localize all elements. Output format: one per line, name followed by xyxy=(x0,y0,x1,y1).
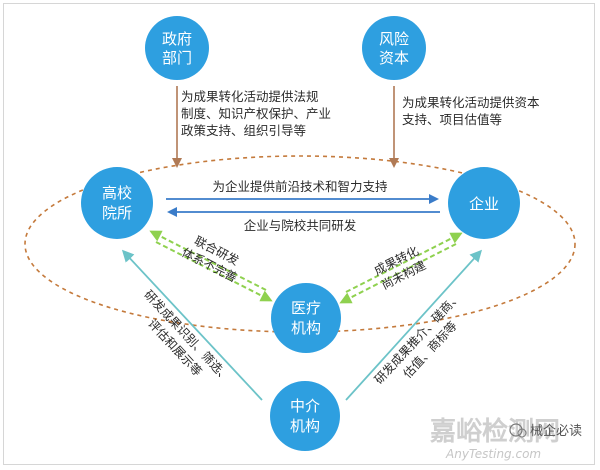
university-node: 高校 院所 xyxy=(81,167,153,239)
risk-capital-note-2: 支持、项目估值等 xyxy=(402,112,502,127)
university-label-2: 院所 xyxy=(102,204,132,222)
enterprise-medical-dashed-arrow-a xyxy=(345,232,463,293)
right-long-label: 研发成果推介、磋商、 估值、商标等 xyxy=(371,289,464,387)
wechat-icon-bubble xyxy=(517,428,527,438)
risk-capital-note-1: 为成果转化活动提供资本 xyxy=(402,95,540,110)
enterprise-label: 企业 xyxy=(469,195,499,213)
left-diag-label: 联合研发 体系不完善 xyxy=(179,233,241,285)
risk-capital-node: 风险 资本 xyxy=(362,16,426,80)
intermediary-label-2: 机构 xyxy=(290,417,320,435)
intermediary-node: 中介 机构 xyxy=(270,381,340,451)
watermark-account: 械企必读 xyxy=(530,423,582,439)
watermark-brand: 嘉峪检测网 xyxy=(430,416,560,447)
risk-capital-label-2: 资本 xyxy=(379,49,409,67)
government-label-1: 政府 xyxy=(162,30,192,48)
intermediary-label-1: 中介 xyxy=(290,397,320,415)
government-label-2: 部门 xyxy=(162,49,192,67)
right-diag-label: 成果转化 尚未构建 xyxy=(371,243,428,292)
risk-capital-label-1: 风险 xyxy=(379,30,409,48)
government-note-2: 制度、知识产权保护、产业 xyxy=(181,106,331,121)
university-medical-dashed-arrow-a xyxy=(149,230,267,291)
watermark: 嘉峪检测网 AnyTesting.com 械企必读 xyxy=(430,416,582,461)
intermediary-to-enterprise-arrow xyxy=(345,249,483,401)
watermark-url: AnyTesting.com xyxy=(445,447,541,461)
medical-label-1: 医疗 xyxy=(291,299,321,317)
left-long-label: 研发成果识别、筛选、 评估和展示等 xyxy=(141,287,234,385)
enterprise-node: 企业 xyxy=(448,167,520,239)
government-note-1: 为成果转化活动提供法规 xyxy=(181,89,319,104)
enterprise-medical-dashed-arrow-b xyxy=(339,243,457,304)
wechat-icon xyxy=(509,423,523,437)
medical-node: 医疗 机构 xyxy=(271,283,341,353)
diagram-frame xyxy=(3,3,595,465)
medical-label-2: 机构 xyxy=(291,319,321,337)
government-node: 政府 部门 xyxy=(145,16,209,80)
top-arrow-label: 为企业提供前沿技术和智力支持 xyxy=(212,179,387,194)
government-note-3: 政策支持、组织引导等 xyxy=(181,123,306,138)
intermediary-to-university-arrow xyxy=(121,249,263,401)
university-medical-dashed-arrow-b xyxy=(155,241,273,302)
university-label-1: 高校 xyxy=(102,184,132,202)
bottom-arrow-label: 企业与院校共同研发 xyxy=(244,218,357,233)
